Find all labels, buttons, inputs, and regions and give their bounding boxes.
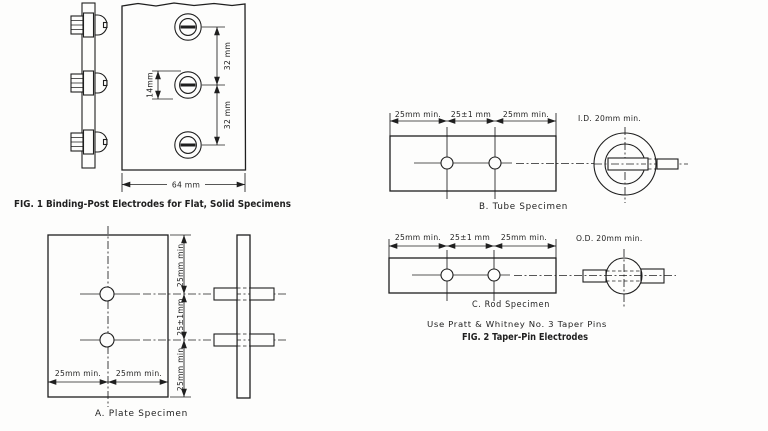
pin-hole bbox=[99, 286, 115, 302]
dim-label-right-mid: 25±1mm bbox=[176, 298, 185, 335]
tube-specimen: 25mm min. 25±1 mm 25mm min. I.D. 20mm mi… bbox=[389, 110, 688, 212]
binding-post-knob bbox=[94, 14, 108, 36]
plate-edge-view bbox=[236, 234, 251, 399]
taper-pin bbox=[249, 287, 275, 301]
fig1-front-view bbox=[121, 2, 247, 171]
fig2-caption: FIG. 2 Taper-Pin Electrodes bbox=[462, 332, 588, 343]
binding-post-knob bbox=[94, 72, 108, 94]
dim-label-spacing-top: 32 mm bbox=[223, 42, 232, 70]
plate-dimensions: 25mm min. 25±1mm 25mm min. 25mm min. 25m… bbox=[48, 234, 191, 398]
tube-end-view bbox=[593, 127, 688, 203]
knob-notch bbox=[102, 79, 108, 87]
binding-post-screw bbox=[174, 13, 202, 41]
pin-hole bbox=[440, 268, 454, 282]
dim-label-mid: 25±1 mm bbox=[450, 233, 490, 242]
rod-specimen-label: C. Rod Specimen bbox=[472, 300, 550, 310]
tube-specimen-label: B. Tube Specimen bbox=[479, 202, 568, 212]
tube-outline bbox=[389, 135, 557, 192]
dim-label-spacing-bottom: 32 mm bbox=[223, 101, 232, 129]
binding-post bbox=[70, 70, 108, 96]
plate-specimen-label: A. Plate Specimen bbox=[95, 409, 188, 419]
taper-pin bbox=[213, 287, 238, 301]
rod-end-view bbox=[582, 249, 665, 307]
dim-label-left: 25mm min. bbox=[395, 233, 441, 242]
rod-dimensions: 25mm min. 25±1 mm 25mm min. bbox=[388, 233, 557, 258]
hidden-pin-lines bbox=[606, 270, 641, 282]
knob-notch bbox=[102, 21, 108, 29]
dim-label-right: 25mm min. bbox=[501, 233, 547, 242]
dim-label-outer: O.D. 20mm min. bbox=[576, 234, 643, 243]
dim-label-right-top: 25mm min. bbox=[176, 241, 185, 287]
dim-label-bottom-right: 25mm min. bbox=[116, 369, 162, 378]
fig1-caption: FIG. 1 Binding-Post Electrodes for Flat,… bbox=[14, 199, 291, 210]
dim-label-bore: I.D. 20mm min. bbox=[578, 114, 641, 123]
binding-post-screw bbox=[174, 71, 202, 99]
binding-post bbox=[70, 129, 108, 155]
taper-pin-stub bbox=[656, 158, 679, 170]
taper-pin bbox=[249, 333, 275, 347]
tube-outer-circle bbox=[593, 132, 657, 196]
dim-label-left: 25mm min. bbox=[395, 110, 441, 119]
binding-post-knob bbox=[94, 131, 108, 153]
pin-hole bbox=[488, 156, 502, 170]
taper-pin-stub bbox=[582, 269, 607, 283]
pin-hole bbox=[440, 156, 454, 170]
rod-circle bbox=[605, 257, 643, 295]
binding-post-screw bbox=[174, 131, 202, 159]
tube-dimensions: 25mm min. 25±1 mm 25mm min. bbox=[389, 110, 557, 136]
dim-label-plate-width: 64 mm bbox=[172, 181, 200, 190]
fig1-dimensions: 32 mm 32 mm 14mm 64 mm bbox=[121, 26, 246, 192]
dim-label-mid: 25±1 mm bbox=[451, 110, 491, 119]
fig2-note: Use Pratt & Whitney No. 3 Taper Pins bbox=[427, 319, 607, 329]
taper-pin bbox=[213, 333, 238, 347]
dim-label-right-bottom: 25mm min. bbox=[176, 345, 185, 391]
dim-label-head: 14mm bbox=[146, 72, 155, 98]
rod-specimen: 25mm min. 25±1 mm 25mm min. O.D. 20mm mi… bbox=[388, 233, 676, 310]
binding-post bbox=[70, 12, 108, 38]
taper-pin-stub bbox=[640, 268, 665, 284]
plate-specimen: 25mm min. 25±1mm 25mm min. 25mm min. 25m… bbox=[47, 226, 288, 419]
dim-label-bottom-left: 25mm min. bbox=[55, 369, 101, 378]
plate-side-view bbox=[213, 234, 275, 399]
knob-notch bbox=[102, 138, 108, 146]
pin-hole bbox=[99, 332, 115, 348]
electrode-plate bbox=[121, 2, 247, 171]
pin-hole bbox=[487, 268, 501, 282]
fig1-binding-post-electrodes: 32 mm 32 mm 14mm 64 mm FIG. 1 Binding-Po… bbox=[14, 2, 291, 210]
dim-label-right: 25mm min. bbox=[503, 110, 549, 119]
fig1-side-view bbox=[70, 2, 108, 169]
